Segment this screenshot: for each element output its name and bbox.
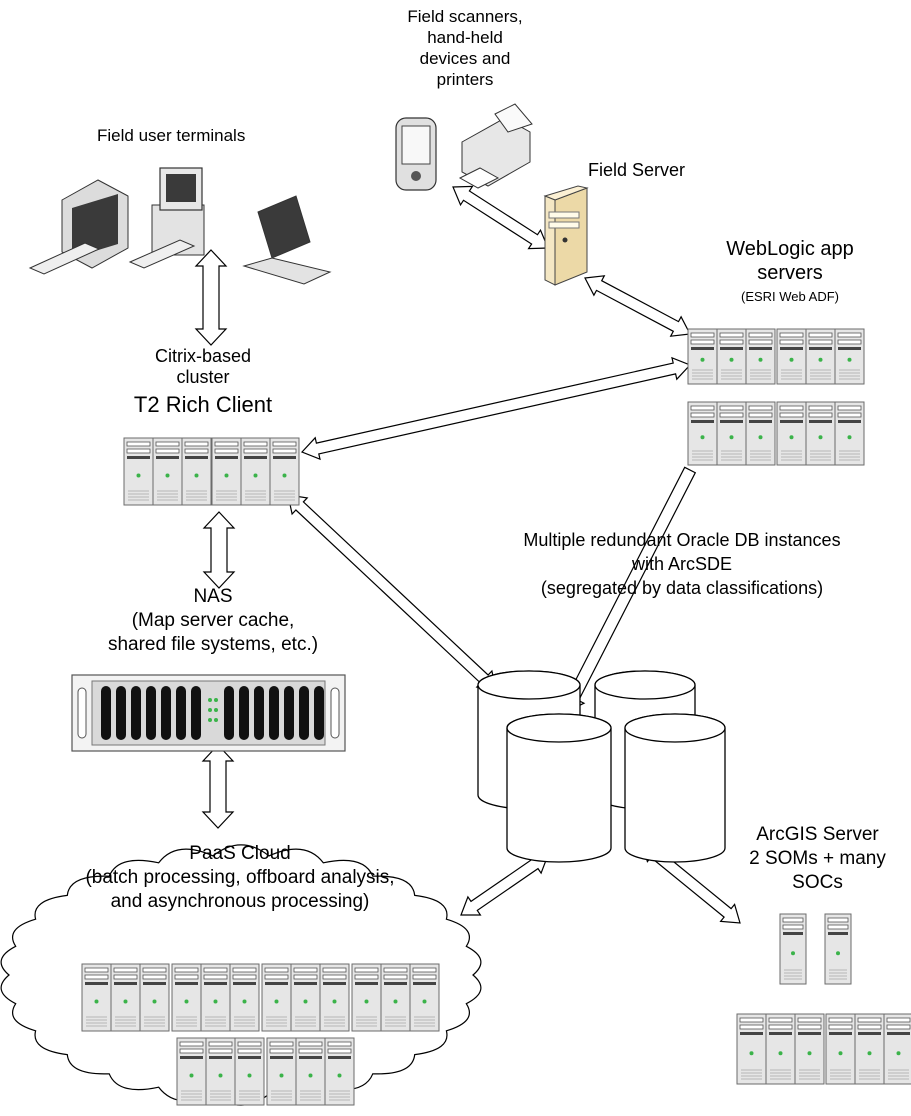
field-server-label: Field Server <box>588 160 686 180</box>
nas-label: NAS (Map server cache, shared file syste… <box>107 586 319 655</box>
paas-cloud-label: PaaS Cloud (batch processing, offboard a… <box>85 843 395 912</box>
oracle-db-front-left <box>506 713 612 863</box>
workstation-terminal-icon <box>128 167 205 269</box>
t2-nas-arrow <box>202 511 236 589</box>
weblogic-sub-label: (ESRI Web ADF) <box>740 289 839 304</box>
weblogic-servers-top <box>687 328 865 385</box>
field-server-icon <box>543 185 589 286</box>
oracle-db-front-right <box>624 713 726 863</box>
field-scanners-label: Field scanners, hand-held devices and pr… <box>407 7 523 89</box>
paas-servers-row1 <box>81 963 440 1032</box>
oracle-label: Multiple redundant Oracle DB instances w… <box>523 530 841 598</box>
nas-cloud-arrow <box>201 744 235 829</box>
terminals-citrix-arrow <box>194 249 228 346</box>
weblogic-label: WebLogic app servers <box>726 238 854 284</box>
paas-servers-row2 <box>176 1037 355 1106</box>
nas-storage-array <box>71 674 346 752</box>
arcgis-label: ArcGIS Server 2 SOMs + many SOCs <box>749 824 886 893</box>
weblogic-t2-arrow <box>300 356 692 461</box>
scanner-fieldserver-arrow <box>452 185 549 250</box>
fieldserver-weblogic-arrow <box>584 275 691 337</box>
arcgis-servers-bottom <box>736 1013 911 1085</box>
arcgis-som-servers <box>779 913 852 985</box>
citrix-label: Citrix-based cluster <box>154 346 252 387</box>
weblogic-servers-bottom <box>687 401 865 466</box>
desktop-terminal-icon <box>28 179 129 275</box>
field-user-terminals-label: Field user terminals <box>97 126 246 145</box>
cloud-db-arrow <box>460 854 549 916</box>
laptop-terminal-icon <box>242 195 332 285</box>
printer-icon <box>458 103 533 189</box>
t2-rich-client-title: T2 Rich Client <box>133 392 273 417</box>
handheld-device-icon <box>395 117 437 191</box>
t2-rich-client-servers <box>123 437 300 506</box>
